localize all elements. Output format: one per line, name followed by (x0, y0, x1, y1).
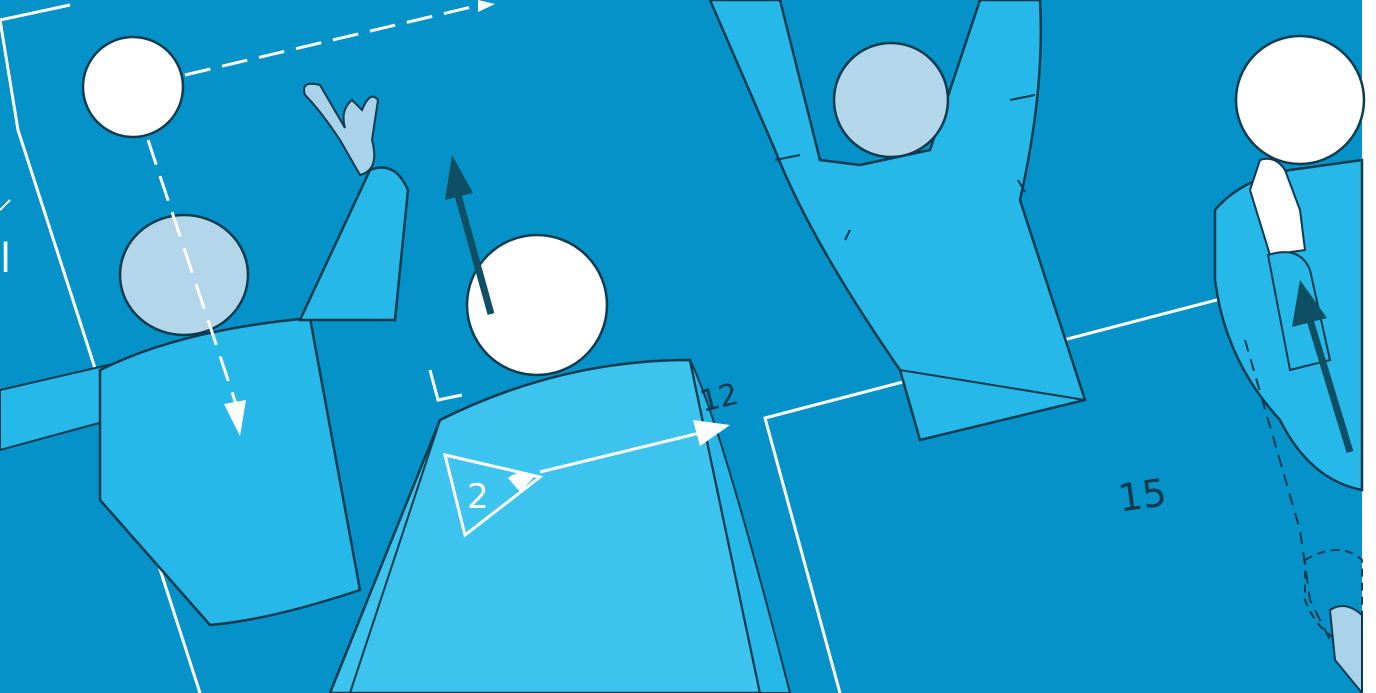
player-center-head (465, 233, 609, 377)
player-blocker (708, 0, 1087, 442)
court-line-right-box (763, 260, 1363, 693)
triangle-marker-icon: 2 (442, 452, 544, 538)
court-line-top (0, 3, 71, 22)
court-corner-mark (428, 369, 463, 402)
pass-arrow (539, 420, 730, 474)
player-right-head (1234, 34, 1366, 166)
player-left (98, 82, 410, 627)
ball-trajectory (81, 0, 495, 436)
right-margin (1362, 0, 1376, 693)
dashed-arrow-icon (184, 3, 481, 77)
up-arrow-icon-right (1292, 280, 1354, 454)
player-right (1213, 34, 1366, 693)
svg-text:l: l (0, 236, 11, 282)
marker-number: 2 (467, 477, 489, 517)
player-left-head (118, 213, 250, 337)
court-number-15: 15 (1115, 470, 1169, 520)
volleyball-icon (81, 35, 185, 139)
player-blocker-head (832, 41, 950, 159)
